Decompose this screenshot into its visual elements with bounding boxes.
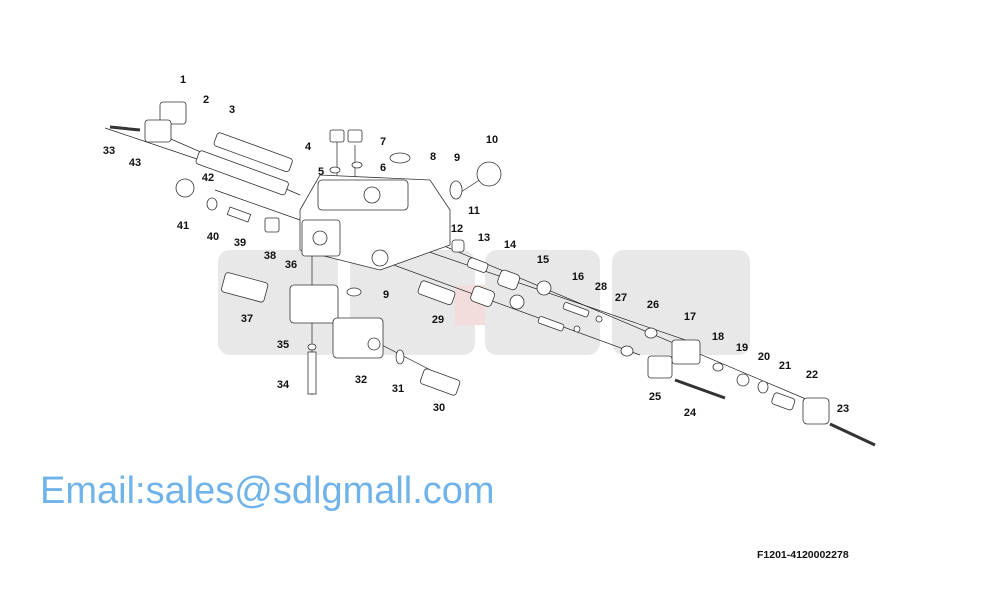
callout-35: 35 xyxy=(276,339,290,351)
callout-11: 11 xyxy=(468,205,480,217)
callout-25: 25 xyxy=(648,391,662,403)
callout-4: 4 xyxy=(304,141,312,153)
callout-37: 37 xyxy=(240,313,254,325)
callout-28: 28 xyxy=(594,281,608,293)
callout-22: 22 xyxy=(805,369,819,381)
callout-40: 40 xyxy=(206,231,220,243)
callout-21: 21 xyxy=(778,360,792,372)
callout-7: 7 xyxy=(379,136,387,148)
callout-39: 39 xyxy=(233,237,247,249)
callout-41: 41 xyxy=(176,220,190,232)
callout-2: 2 xyxy=(202,94,210,106)
callout-33: 33 xyxy=(102,145,116,157)
callout-15: 15 xyxy=(536,254,550,266)
callout-16: 16 xyxy=(571,271,585,283)
callout-10: 10 xyxy=(485,134,499,146)
callout-34: 34 xyxy=(276,379,290,391)
callout-32: 32 xyxy=(354,374,368,386)
callout-6: 6 xyxy=(379,162,387,174)
callout-38: 38 xyxy=(263,250,277,262)
callout-42: 42 xyxy=(201,172,215,184)
callout-23: 23 xyxy=(836,403,850,415)
valve-body xyxy=(299,174,451,271)
callout-43: 43 xyxy=(128,157,142,169)
callout-13: 13 xyxy=(477,232,491,244)
callout-24: 24 xyxy=(683,407,697,419)
callout-27: 27 xyxy=(614,292,628,304)
watermark: Email:sales@sdlgmall.com xyxy=(40,470,495,512)
callout-26: 26 xyxy=(646,299,660,311)
callout-5: 5 xyxy=(317,166,325,178)
callout-31: 31 xyxy=(391,383,405,395)
callout-8: 8 xyxy=(429,151,437,163)
drawing-code: F1201-4120002278 xyxy=(757,549,849,561)
callout-3: 3 xyxy=(228,104,236,116)
callout-9: 9 xyxy=(453,152,461,164)
callout-14: 14 xyxy=(503,239,517,251)
callout-20: 20 xyxy=(757,351,771,363)
callout-12: 12 xyxy=(450,223,464,235)
callout-9-lower: 9 xyxy=(382,289,390,301)
callout-17: 17 xyxy=(683,311,697,323)
callout-1: 1 xyxy=(179,74,187,86)
callout-36: 36 xyxy=(284,259,298,271)
callout-18: 18 xyxy=(711,331,725,343)
callout-29: 29 xyxy=(431,314,445,326)
callout-30: 30 xyxy=(432,402,446,414)
callout-19: 19 xyxy=(735,342,749,354)
